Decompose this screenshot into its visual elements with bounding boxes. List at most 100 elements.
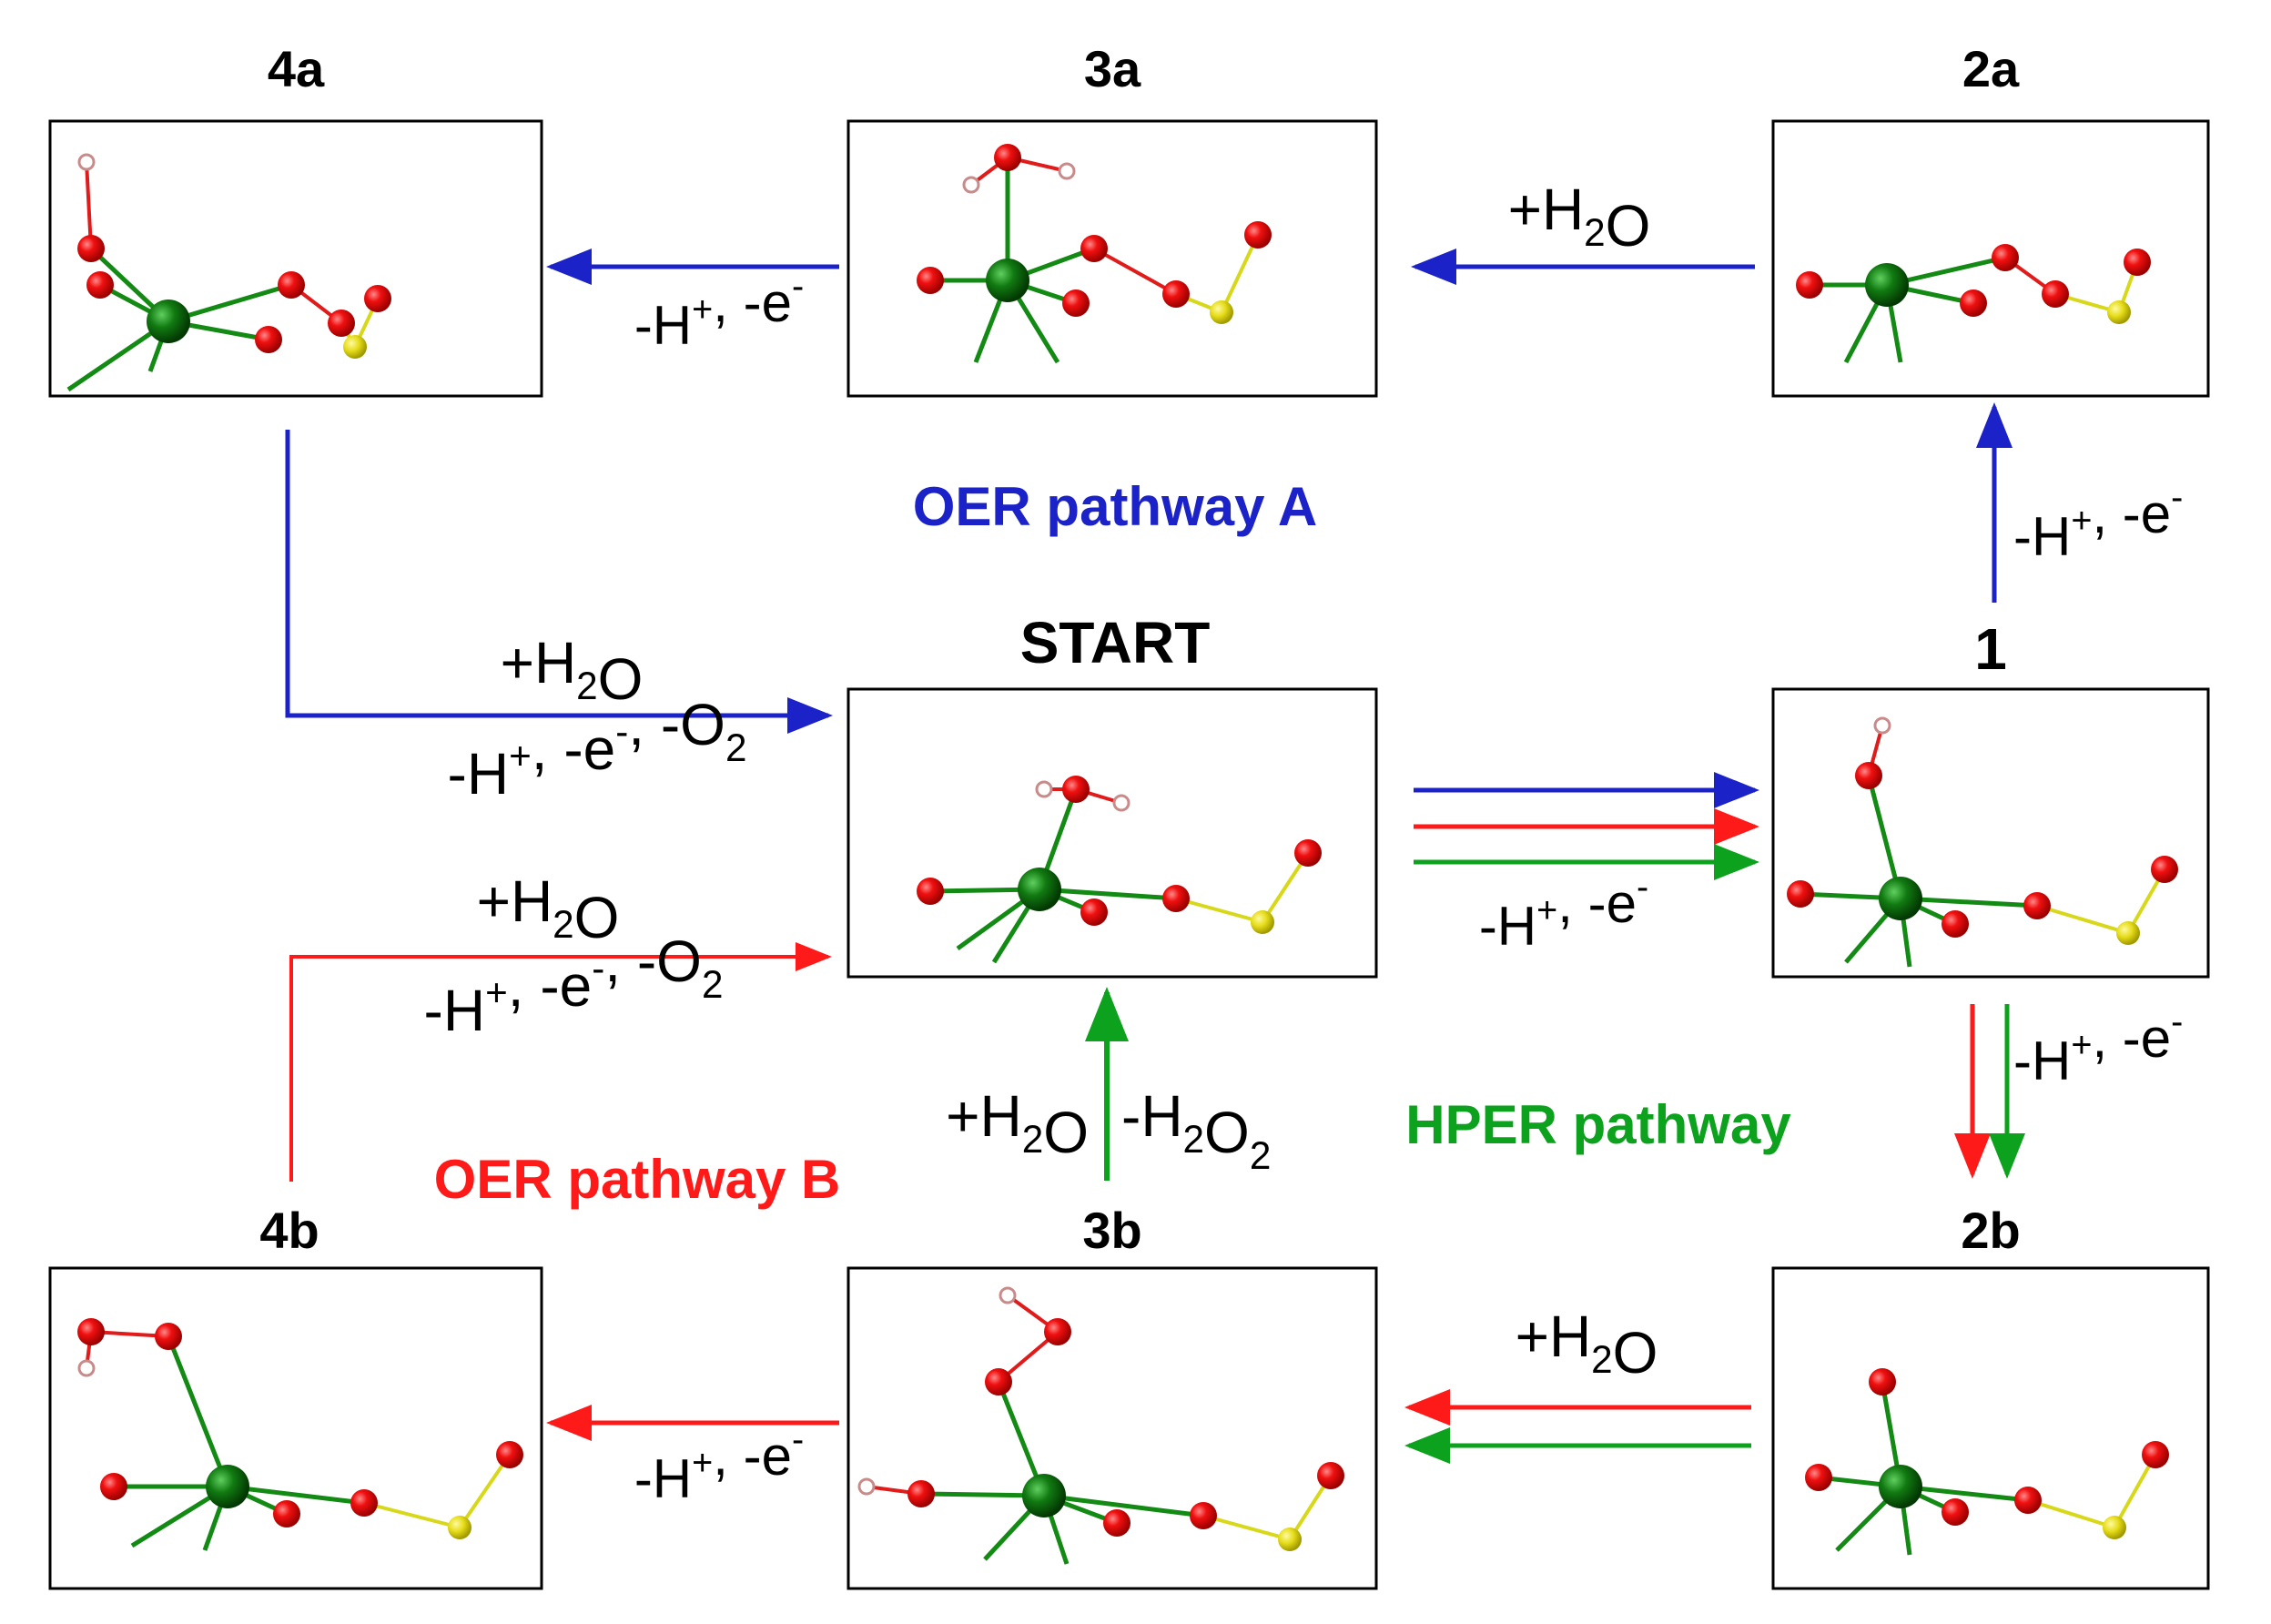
pathway-label-oer-a: OER pathway A: [913, 476, 1318, 537]
hydrogen-atom: [1058, 162, 1076, 180]
molecule-structure: [917, 144, 1272, 364]
structure-box-3a: [847, 119, 1378, 398]
state-4a: 4a: [48, 40, 543, 398]
state-2b: 2b: [1771, 1202, 2210, 1590]
label-4b-start-bottom: -H+, -e-, -O2: [424, 929, 724, 1043]
label-4a-start-top: +H2O: [501, 630, 644, 712]
state-label-start: START: [1020, 610, 1211, 675]
label-1-2a: -H+, -e-: [2013, 478, 2183, 567]
oxygen-atom: [1080, 898, 1108, 926]
oxygen-atom: [917, 878, 944, 905]
hydrogen-atom: [857, 1477, 876, 1496]
label-2a-3a: +H2O: [1508, 177, 1651, 259]
sulfur-atom: [2103, 1516, 2126, 1539]
hydrogen-atom: [1873, 716, 1891, 735]
molecule-structure: [1787, 716, 2178, 968]
molecule-structure: [1796, 244, 2151, 364]
bond: [1093, 247, 1177, 296]
oxygen-atom: [1855, 762, 1882, 789]
metal-atom: [1879, 877, 1922, 920]
oxygen-atom: [994, 144, 1021, 171]
molecule-structure: [77, 1318, 523, 1551]
oxygen-atom: [273, 1500, 300, 1528]
bond: [1039, 887, 1177, 901]
bond: [85, 161, 93, 249]
state-4b: 4b: [48, 1202, 543, 1590]
state-label-2a: 2a: [1962, 40, 2020, 97]
oxygen-atom: [278, 271, 305, 299]
oxygen-atom: [1805, 1464, 1832, 1491]
bond: [227, 1484, 365, 1506]
sulfur-atom: [2107, 300, 2131, 324]
bond: [2113, 1454, 2157, 1528]
bond: [1220, 234, 1260, 313]
bond: [2036, 904, 2129, 935]
oxygen-atom: [1787, 880, 1814, 908]
label-3b-4b: -H+, -e-: [634, 1420, 804, 1509]
state-label-4a: 4a: [268, 40, 325, 97]
oxygen-atom: [328, 310, 355, 337]
label-3b-start-right: -H2O2: [1121, 1083, 1271, 1177]
oxygen-atom: [77, 1318, 105, 1345]
hydrogen-atom: [999, 1286, 1017, 1304]
structure-box-4a: [48, 119, 543, 398]
state-start: START: [847, 610, 1378, 979]
structure-box-4b: [48, 1266, 543, 1590]
state-label-3a: 3a: [1084, 40, 1141, 97]
state-2a: 2a: [1771, 40, 2210, 398]
oxygen-atom: [1044, 1318, 1071, 1345]
hydrogen-atom: [77, 153, 96, 171]
hydrogen-atom: [1035, 780, 1053, 798]
label-2b-3b: +H2O: [1516, 1304, 1658, 1385]
oxygen-atom: [2042, 280, 2069, 308]
oxygen-atom: [364, 285, 391, 312]
structure-box-2b: [1771, 1266, 2210, 1590]
label-1-2b: -H+, -e-: [2013, 1002, 2183, 1091]
oxygen-atom: [77, 235, 105, 262]
molecule-structure: [66, 153, 391, 392]
metal-atom: [147, 299, 190, 343]
oxygen-atom: [1062, 289, 1090, 317]
state-3a: 3a: [847, 40, 1378, 398]
bond: [166, 1335, 230, 1487]
oxygen-atom: [1942, 1498, 1969, 1526]
metal-atom: [1879, 1465, 1922, 1508]
hydrogen-atom: [1112, 794, 1130, 812]
oxygen-atom: [350, 1489, 378, 1517]
structure-box-start: [847, 687, 1378, 979]
oxygen-atom: [1317, 1462, 1344, 1489]
metal-atom: [1018, 868, 1061, 911]
oxygen-atom: [2142, 1441, 2169, 1468]
oxygen-atom: [1062, 776, 1090, 803]
arrow-4a-to-start: [285, 430, 833, 734]
metal-atom: [1865, 263, 1909, 307]
label-4b-start-top: +H2O: [477, 868, 620, 950]
label-start-1: -H+, -e-: [1479, 868, 1648, 957]
bond: [1175, 897, 1263, 924]
bond: [1043, 1493, 1204, 1518]
state-label-2b: 2b: [1961, 1202, 2020, 1259]
oxygen-atom: [86, 271, 114, 299]
oxygen-atom: [1294, 839, 1322, 867]
bond: [1900, 896, 2038, 908]
oxygen-atom: [2023, 892, 2051, 919]
oxygen-atom: [255, 326, 282, 353]
state-label-3b: 3b: [1082, 1202, 1141, 1259]
oxygen-atom: [1162, 280, 1190, 308]
oxygen-atom: [907, 1480, 935, 1507]
state-label-1: 1: [1974, 616, 2007, 682]
oxygen-atom: [1992, 244, 2019, 271]
label-3a-4a: -H+, -e-: [634, 267, 804, 356]
sulfur-atom: [1278, 1528, 1302, 1551]
molecule-structure: [917, 776, 1322, 964]
oxygen-atom: [1244, 221, 1272, 249]
state-label-4b: 4b: [259, 1202, 319, 1259]
oxygen-atom: [155, 1323, 182, 1350]
bond: [1261, 851, 1310, 924]
oxygen-atom: [985, 1368, 1012, 1396]
metal-atom: [1022, 1474, 1066, 1517]
bond: [458, 1453, 512, 1529]
molecule-structure: [1805, 1368, 2169, 1556]
